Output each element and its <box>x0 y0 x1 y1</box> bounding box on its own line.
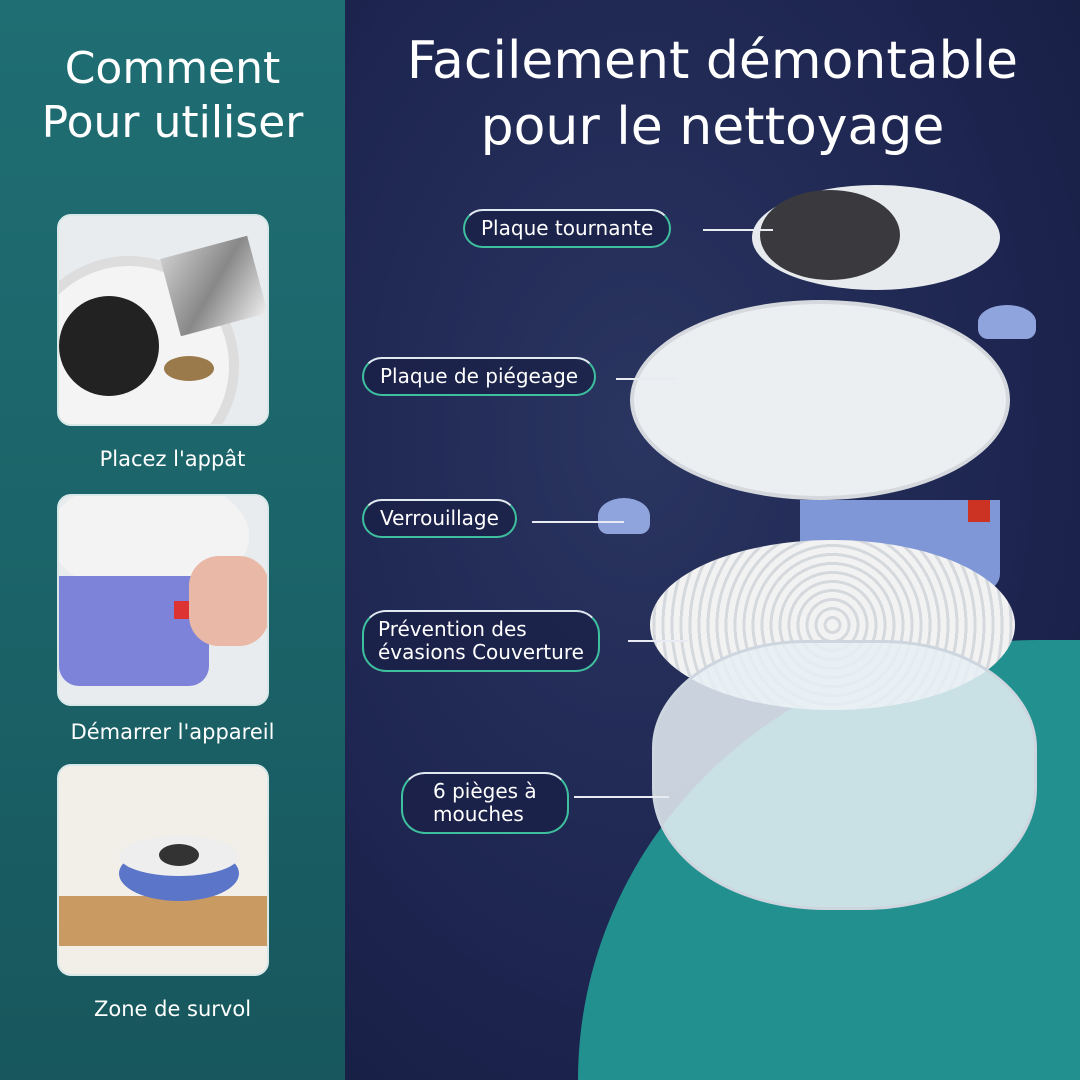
title-line: pour le nettoyage <box>480 97 945 157</box>
title-line: Facilement démontable <box>406 31 1019 91</box>
callout-fly-traps: 6 pièges à mouches <box>401 772 569 834</box>
step-image-bait <box>57 214 269 426</box>
callout-lock: Verrouillage <box>362 499 517 538</box>
lock-piece-image <box>978 305 1036 339</box>
rotating-plate-disc <box>760 190 900 280</box>
callout-escape-cover: Prévention des évasions Couverture <box>362 610 600 672</box>
callout-label: Verrouillage <box>380 506 499 530</box>
callout-rotating-plate: Plaque tournante <box>463 209 672 248</box>
trap-plate-image <box>630 300 1010 500</box>
how-to-use-title: Comment Pour utiliser <box>0 42 345 150</box>
title-line: Pour utiliser <box>41 97 304 148</box>
callout-label: mouches <box>433 802 524 826</box>
fly-trap-tray-image <box>652 640 1037 910</box>
power-switch-image <box>968 500 990 522</box>
callout-label: évasions Couverture <box>378 640 584 664</box>
callout-label: Prévention des <box>378 617 527 641</box>
callout-line <box>532 521 624 523</box>
step-caption: Zone de survol <box>93 997 252 1021</box>
callout-label: 6 pièges à <box>433 779 537 803</box>
step-caption: Démarrer l'appareil <box>70 720 275 744</box>
callout-label: Plaque tournante <box>481 216 654 240</box>
step-image-start <box>57 494 269 706</box>
step-image-zone <box>57 764 269 976</box>
callout-line <box>628 640 688 642</box>
callout-line <box>703 229 773 231</box>
callout-label: Plaque de piégeage <box>380 364 579 388</box>
callout-line <box>574 796 669 798</box>
callout-line <box>616 378 676 380</box>
main-title: Facilement démontable pour le nettoyage <box>345 28 1080 160</box>
step-caption: Placez l'appât <box>99 447 246 471</box>
title-line: Comment <box>64 43 281 94</box>
lock-piece-image <box>598 498 650 534</box>
callout-trapping-plate: Plaque de piégeage <box>362 357 597 396</box>
